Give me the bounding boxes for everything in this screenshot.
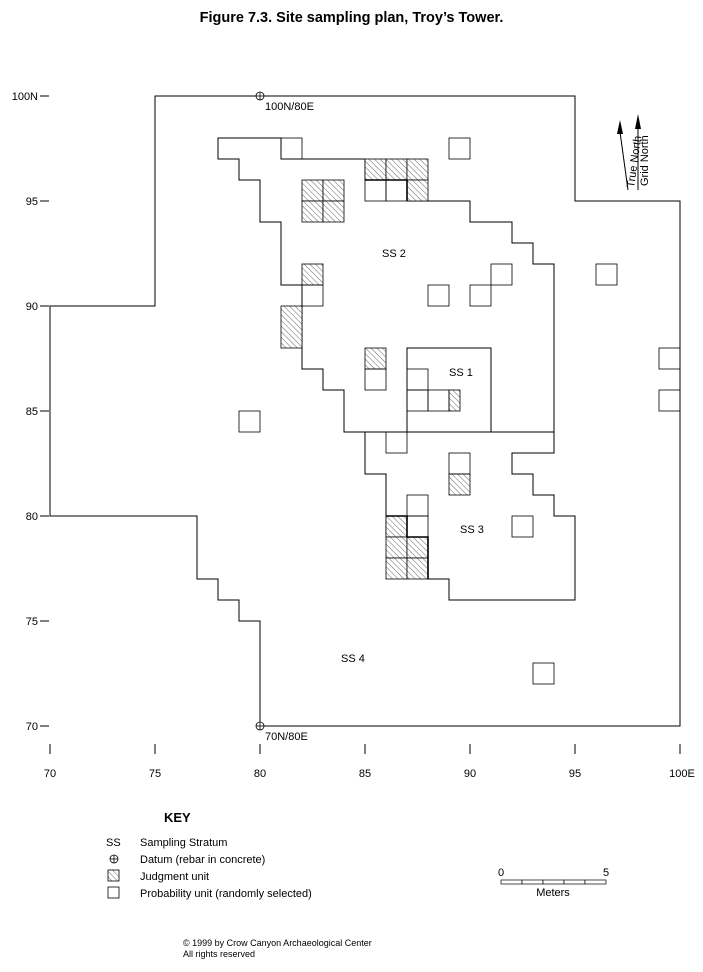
judgment-unit <box>385 158 408 181</box>
stratum-label: SS 4 <box>341 653 365 665</box>
key-item-label: Judgment unit <box>140 871 209 883</box>
scale-end-label: 5 <box>603 867 609 879</box>
arrow-icon <box>635 114 641 129</box>
key-item-label: Sampling Stratum <box>140 837 227 849</box>
probability-unit <box>385 179 408 202</box>
open-square-icon <box>107 886 120 899</box>
probability-unit <box>364 368 387 391</box>
key-item-label: Probability unit (randomly selected) <box>140 888 312 900</box>
scale-start-label: 0 <box>498 867 504 879</box>
y-tick-label: 85 <box>26 406 38 418</box>
y-tick-label: 75 <box>26 616 38 628</box>
copyright-line: © 1999 by Crow Canyon Archaeological Cen… <box>183 938 372 948</box>
copyright-notice: © 1999 by Crow Canyon Archaeological Cen… <box>183 938 372 960</box>
probability-unit <box>469 284 492 307</box>
judgment-units <box>280 158 471 580</box>
judgment-unit <box>364 347 387 370</box>
x-tick-label: 100E <box>669 768 695 780</box>
probability-unit <box>658 347 681 370</box>
x-tick-label: 70 <box>44 768 56 780</box>
judgment-unit <box>385 557 408 580</box>
probability-unit <box>385 431 408 454</box>
judgment-unit <box>301 200 324 223</box>
stratum-border-emphasis <box>365 179 429 579</box>
judgment-unit <box>406 536 429 559</box>
grid-north-label: Grid North <box>639 135 651 186</box>
judgment-unit <box>301 179 324 202</box>
judgment-unit <box>301 263 324 286</box>
y-tick-label: 80 <box>26 511 38 523</box>
scale-bar: 0 5 Meters <box>498 867 609 899</box>
judgment-unit <box>280 305 303 349</box>
rights-line: All rights reserved <box>183 949 256 959</box>
grid-north-arrow: Grid North <box>635 114 651 190</box>
stratum-label: SS 2 <box>382 248 406 260</box>
x-tick-label: 90 <box>464 768 476 780</box>
probability-unit <box>406 494 429 517</box>
judgment-unit <box>322 200 345 223</box>
probability-unit <box>427 284 450 307</box>
judgment-unit <box>448 473 471 496</box>
probability-unit <box>364 179 387 202</box>
x-tick-label: 75 <box>149 768 161 780</box>
probability-unit <box>532 662 555 685</box>
stratum-label: SS 3 <box>460 524 484 536</box>
judgment-unit <box>448 389 461 412</box>
stratum-label: SS 1 <box>449 367 473 379</box>
probability-unit <box>490 263 513 286</box>
arrow-icon <box>617 120 623 134</box>
probability-unit <box>406 389 429 412</box>
judgment-unit <box>364 158 387 181</box>
probability-unit <box>511 515 534 538</box>
datum-label: 100N/80E <box>265 101 314 113</box>
x-tick-label: 95 <box>569 768 581 780</box>
key-symbol-ss: SS <box>106 837 121 849</box>
probability-unit <box>427 389 450 412</box>
y-tick-label: 95 <box>26 196 38 208</box>
x-axis: 70 75 80 85 90 95 100E <box>44 744 695 780</box>
judgment-unit <box>385 536 408 559</box>
y-tick-label: 100N <box>12 91 38 103</box>
probability-unit <box>238 410 261 433</box>
y-axis: 100N 95 90 85 80 75 70 <box>12 91 49 733</box>
datum-icon <box>109 854 119 864</box>
probability-unit <box>406 515 429 538</box>
key-item-label: Datum (rebar in concrete) <box>140 854 265 866</box>
probability-unit <box>301 284 324 307</box>
datum-label: 70N/80E <box>265 731 308 743</box>
judgment-unit <box>322 179 345 202</box>
probability-unit <box>448 137 471 160</box>
datum-70n-80e: 70N/80E <box>255 721 308 743</box>
datum-100n-80e: 100N/80E <box>255 91 314 113</box>
figure-title: Figure 7.3. Site sampling plan, Troy’s T… <box>199 10 504 26</box>
probability-unit <box>595 263 618 286</box>
key-title: KEY <box>164 810 191 825</box>
y-tick-label: 70 <box>26 721 38 733</box>
key: KEY SS Sampling Stratum Datum (rebar in … <box>106 810 312 900</box>
probability-unit <box>448 452 471 475</box>
site-boundary <box>49 95 681 727</box>
judgment-unit <box>406 179 429 202</box>
scale-unit-label: Meters <box>536 887 570 899</box>
x-tick-label: 80 <box>254 768 266 780</box>
probability-unit <box>658 389 681 412</box>
probability-unit <box>406 368 429 391</box>
hatched-square-icon <box>107 869 120 882</box>
x-tick-label: 85 <box>359 768 371 780</box>
probability-unit <box>280 137 303 160</box>
judgment-unit <box>385 515 408 538</box>
y-tick-label: 90 <box>26 301 38 313</box>
judgment-unit <box>406 557 429 580</box>
judgment-unit <box>406 158 429 181</box>
